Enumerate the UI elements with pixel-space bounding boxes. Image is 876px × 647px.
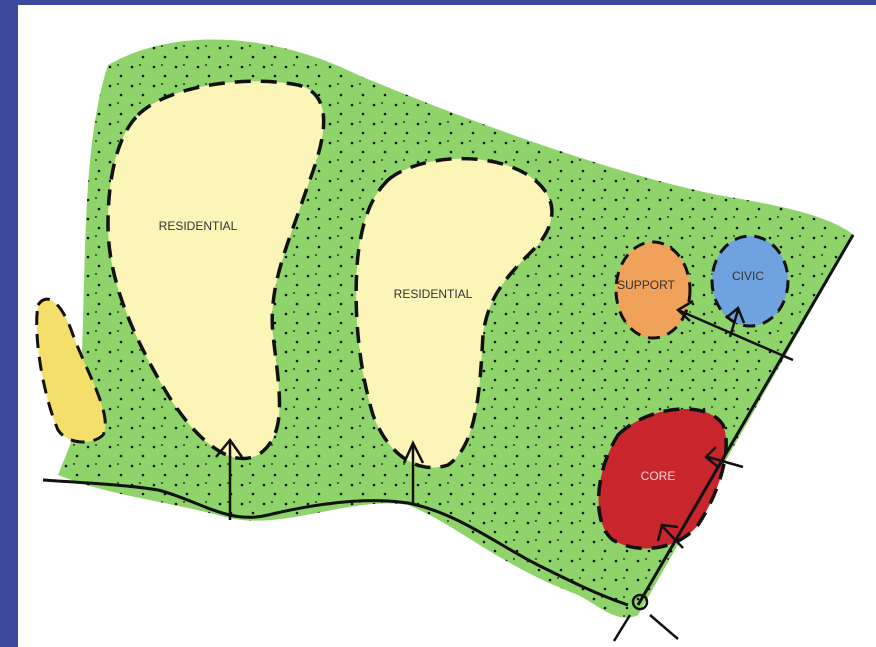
diagram-frame: RESIDENTIAL RESIDENTIAL SUPPORT CIVIC CO… bbox=[18, 5, 876, 647]
residential-label-2: RESIDENTIAL bbox=[394, 287, 473, 301]
site-plan-diagram: RESIDENTIAL RESIDENTIAL SUPPORT CIVIC CO… bbox=[18, 5, 876, 647]
civic-label: CIVIC bbox=[732, 269, 764, 283]
support-label: SUPPORT bbox=[617, 278, 675, 292]
residential-label-1: RESIDENTIAL bbox=[159, 219, 238, 233]
core-label: CORE bbox=[641, 469, 676, 483]
